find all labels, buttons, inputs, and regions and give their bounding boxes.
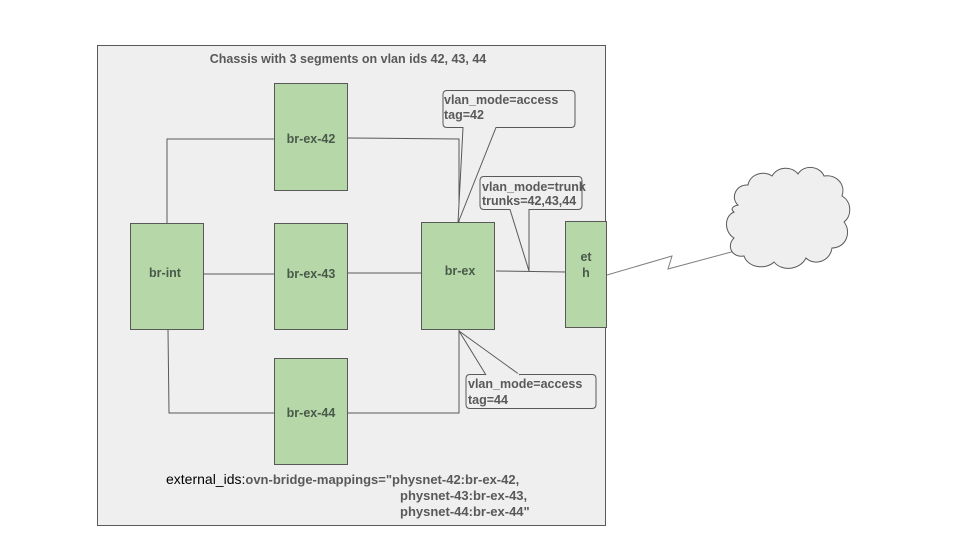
mapping-physnet-43: physnet-43:br-ex-43, — [400, 488, 527, 503]
callout-line2: tag=42 — [444, 108, 484, 122]
callout-access-44: vlan_mode=access tag=44 — [458, 330, 597, 409]
mapping-physnet-44: physnet-44:br-ex-44" — [400, 504, 530, 519]
callout-access-42: vlan_mode=access tag=42 — [442, 90, 576, 224]
bridge-label: br-ex-44 — [287, 406, 336, 420]
callout-line2: trunks=42,43,44 — [482, 194, 576, 208]
external-network-cloud-icon — [726, 167, 851, 269]
wire-br-ex-42-to-br-ex — [347, 137, 460, 222]
bridge-br-ex[interactable]: br-ex — [421, 222, 495, 330]
mapping-physnet-42: physnet-42:br-ex-42, — [392, 472, 519, 487]
bridge-label: br-ex-42 — [287, 132, 336, 146]
callout-line1: vlan_mode=trunk — [482, 180, 586, 194]
external-ids-annotation: external_ids:ovn-bridge-mappings="physne… — [166, 471, 530, 519]
wire-br-int-to-br-ex-42 — [166, 138, 275, 223]
interface-eth[interactable]: et h — [565, 221, 607, 328]
chassis-title: Chassis with 3 segments on vlan ids 42, … — [210, 52, 487, 66]
wire-br-ex-to-eth — [495, 270, 567, 273]
eth-label-line2: h — [582, 266, 590, 280]
bridge-label: br-ex-43 — [287, 267, 336, 281]
callout-trunk: vlan_mode=trunk trunks=42,43,44 — [479, 176, 586, 272]
callout-line2: tag=44 — [468, 393, 508, 407]
eth-label-line1: et — [580, 250, 592, 264]
callout-line1: vlan_mode=access — [444, 93, 558, 107]
bridge-br-ex-43[interactable]: br-ex-43 — [274, 223, 348, 330]
bridge-label: br-ex — [445, 264, 476, 278]
external-ids-prefix: external_ids: — [166, 471, 245, 487]
wire-br-ex-44-to-br-ex — [348, 330, 460, 414]
bridge-br-int[interactable]: br-int — [130, 223, 204, 330]
callout-line1: vlan_mode=access — [468, 377, 582, 391]
bridge-br-ex-44[interactable]: br-ex-44 — [274, 358, 348, 465]
uplink-lightning-line — [606, 250, 736, 276]
bridge-br-ex-42[interactable]: br-ex-42 — [274, 83, 348, 191]
external-ids-line1: external_ids:ovn-bridge-mappings="physne… — [166, 471, 519, 487]
external-ids-key: ovn-bridge-mappings=" — [245, 472, 392, 487]
bridge-label: br-int — [149, 266, 182, 280]
wire-br-int-to-br-ex-44 — [167, 329, 275, 414]
connections — [166, 137, 567, 414]
